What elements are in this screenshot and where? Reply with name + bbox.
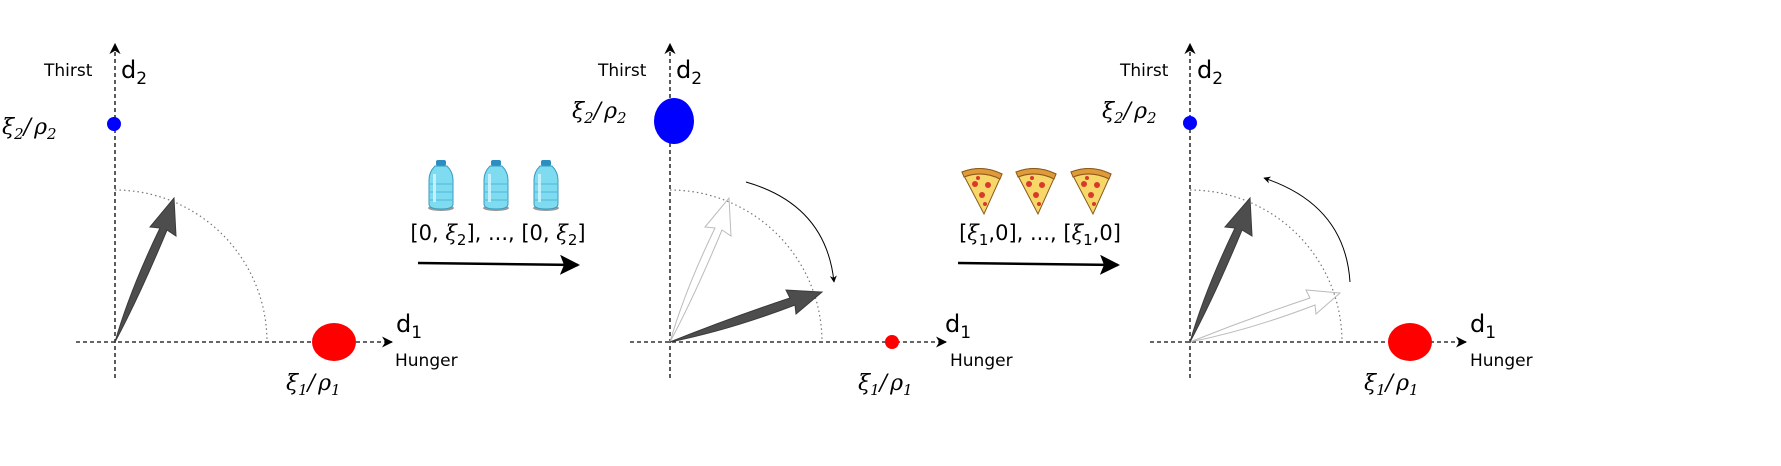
panel-after-eating: Thirst d2 ξ2/ρ2 d1 Hunger ξ1/ρ1: [1102, 42, 1533, 399]
state-vector-arrow: [669, 289, 824, 343]
unit-arc: [114, 189, 268, 343]
thirst-label: Thirst: [597, 61, 647, 81]
state-vector-arrow: [114, 196, 177, 343]
thirst-drive-dot: [1183, 116, 1197, 130]
d1-label: d1: [945, 310, 971, 343]
previous-vector-arrow: [669, 196, 732, 343]
state-vector-arrow: [1189, 196, 1253, 343]
unit-arc: [1189, 189, 1343, 343]
pizza-slice-icon: [1015, 167, 1057, 215]
d2-label: d2: [121, 56, 147, 89]
d2-label: d2: [1197, 56, 1223, 89]
eat-inputs-label: [ξ1,0], ..., [ξ1,0]: [959, 221, 1121, 249]
thirst-drive-dot: [107, 117, 121, 131]
xi2-rho2-label: ξ2/ρ2: [1102, 99, 1157, 127]
transition-arrow: [957, 254, 1120, 275]
rotation-arrow: [1263, 176, 1351, 283]
transition-arrow: [417, 254, 580, 275]
thirst-drive-dot: [654, 98, 694, 144]
hunger-label: Hunger: [950, 351, 1013, 371]
water-bottle-icon: [427, 159, 455, 212]
xi1-rho1-label: ξ1/ρ1: [286, 371, 341, 399]
hunger-drive-dot: [312, 323, 356, 361]
thirst-label: Thirst: [1119, 61, 1169, 81]
water-bottle-icon: [532, 159, 560, 212]
xi1-rho1-label: ξ1/ρ1: [858, 371, 913, 399]
transition-drink: [0, ξ2], ..., [0, ξ2]: [410, 159, 586, 275]
xi1-rho1-label: ξ1/ρ1: [1364, 371, 1419, 399]
transition-eat: [ξ1,0], ..., [ξ1,0]: [957, 167, 1121, 275]
xi2-rho2-label: ξ2/ρ2: [572, 99, 627, 127]
hunger-drive-dot: [1388, 323, 1432, 361]
hunger-label: Hunger: [395, 351, 458, 371]
pizza-slice-icon: [1070, 167, 1112, 215]
panel-after-drinking: Thirst d2 ξ2/ρ2 d1 Hunger ξ1/ρ1: [572, 42, 1013, 399]
rotation-arrow: [745, 181, 837, 283]
water-bottle-icon: [482, 159, 510, 212]
d1-label: d1: [1470, 310, 1496, 343]
previous-vector-arrow: [1189, 289, 1342, 343]
hunger-drive-dot: [885, 335, 899, 349]
d1-label: d1: [396, 310, 422, 343]
xi2-rho2-label: ξ2/ρ2: [2, 115, 57, 143]
panel-initial-state: Thirst d2 ξ2/ρ2 d1 Hunger ξ1/ρ1: [2, 42, 458, 399]
pizza-slice-icon: [961, 167, 1003, 215]
d2-label: d2: [676, 56, 702, 89]
drink-inputs-label: [0, ξ2], ..., [0, ξ2]: [410, 221, 585, 249]
thirst-label: Thirst: [43, 61, 93, 81]
hunger-label: Hunger: [1470, 351, 1533, 371]
